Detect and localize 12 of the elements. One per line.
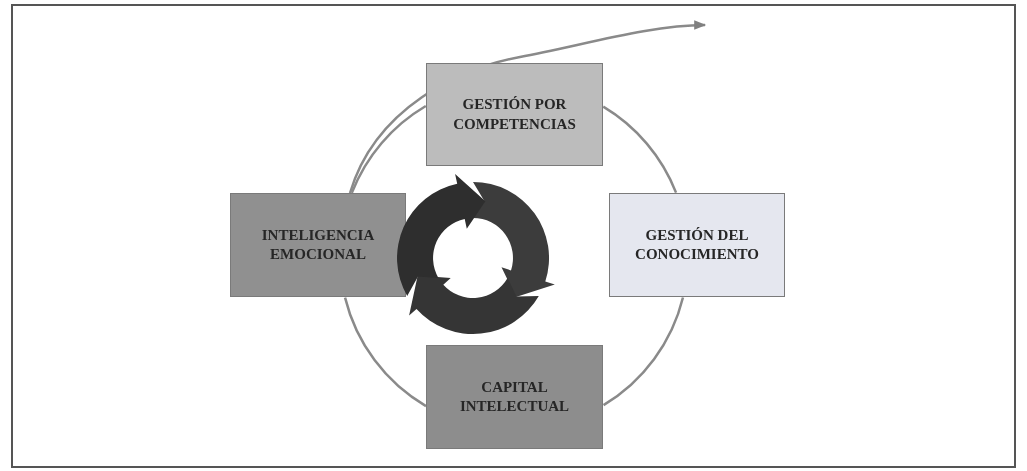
connector-arc	[602, 105, 678, 194]
concept-box	[230, 193, 406, 297]
concept-box	[426, 345, 603, 449]
box-label: GESTIÓN DEL CONOCIMIENTO	[634, 225, 760, 264]
box-label: GESTIÓN POR COMPETENCIAS	[452, 95, 577, 134]
connector-arc	[602, 297, 685, 407]
connector-arc	[343, 297, 427, 408]
concept-box	[426, 63, 603, 166]
box-label: CAPITAL INTELECTUAL	[458, 377, 571, 416]
connector-arc	[350, 104, 427, 194]
concept-box	[609, 193, 785, 297]
box-label: INTELIGENCIA EMOCIONAL	[260, 225, 376, 264]
